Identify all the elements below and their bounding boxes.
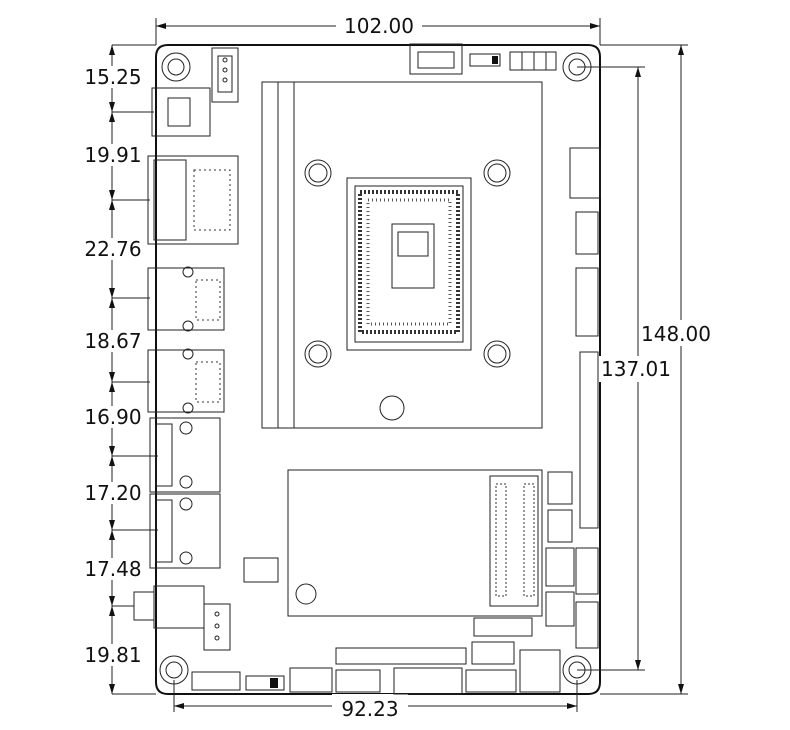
dim-left-7: 17.48 — [84, 557, 141, 581]
top-pin-header — [509, 51, 557, 71]
dim-left-3: 22.76 — [84, 237, 141, 261]
dimension-top-width: 102.00 — [155, 12, 601, 45]
dim-top-width-label: 102.00 — [344, 14, 414, 38]
dim-total-height-label: 148.00 — [641, 322, 711, 346]
ethernet-port-2 — [149, 493, 221, 569]
dim-left-6: 17.20 — [84, 481, 141, 505]
dim-left-1: 15.25 — [84, 65, 141, 89]
mounting-hole-top-right — [562, 52, 592, 82]
dim-left-5: 16.90 — [84, 405, 141, 429]
dc-power-jack — [151, 87, 211, 137]
left-power-header — [203, 603, 231, 651]
dim-left-4: 18.67 — [84, 329, 141, 353]
dimension-hole-height: 137.01 — [577, 66, 679, 671]
mounting-hole-bottom-left — [159, 655, 189, 685]
vga-port-2 — [147, 348, 225, 414]
small-power-connector — [243, 557, 279, 583]
dimension-left-chain: 15.25 19.91 22.76 18.67 16.90 17.20 17.4… — [78, 44, 158, 695]
top-left-connector — [211, 47, 239, 103]
bottom-headers — [191, 617, 561, 695]
dim-bottom-width-label: 92.23 — [341, 697, 398, 721]
mounting-hole-bottom-right — [562, 655, 592, 685]
top-jumper — [469, 53, 501, 67]
board-outline — [155, 44, 601, 695]
ethernet-port-1 — [149, 417, 221, 493]
mounting-hole-top-left — [161, 52, 191, 82]
heatsink — [261, 81, 543, 429]
dim-hole-height-label: 137.01 — [601, 357, 671, 381]
audio-jack — [133, 585, 205, 629]
dim-left-8: 19.81 — [84, 643, 141, 667]
cpu-chip — [346, 177, 472, 351]
dimension-total-height: 148.00 — [600, 44, 718, 695]
dim-left-2: 19.91 — [84, 143, 141, 167]
right-headers — [545, 147, 601, 649]
dimension-bottom-width: 92.23 — [173, 680, 578, 721]
mini-pcie-card — [287, 469, 543, 617]
dual-usb-stack — [147, 155, 239, 245]
vga-port-1 — [147, 266, 225, 332]
top-fan-header — [409, 43, 463, 75]
